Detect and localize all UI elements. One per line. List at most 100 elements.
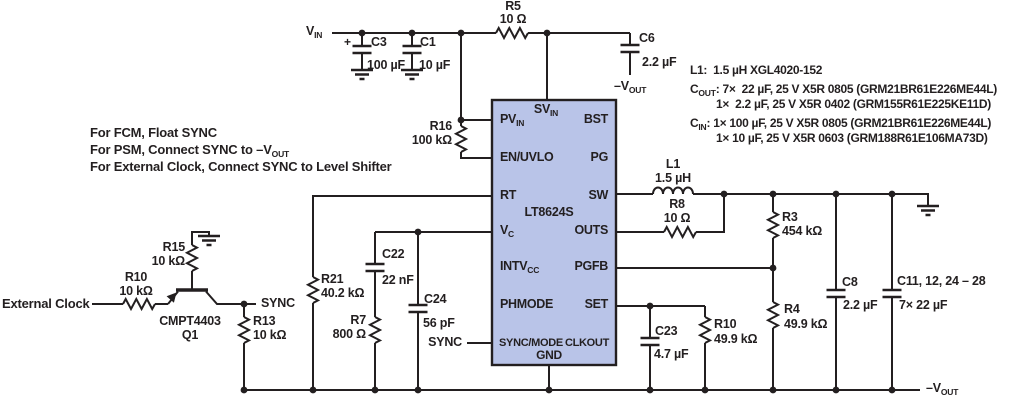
capacitor-c3-icon [351,44,373,55]
net-external-clock-label: External Clock [2,296,90,311]
net-neg-vout-label: –VOUT [614,79,647,95]
bom-note-cin-2: 1× 10 µF, 25 V X5R 0603 (GRM188R61E106MA… [716,131,988,145]
resistor-r4-icon [767,301,779,329]
c23-ref: C23 [655,324,678,338]
r10a-ref: R10 [124,270,148,284]
r5-value: 10 Ω [499,12,527,26]
bom-note-l1: L1: 1.5 µH XGL4020-152 [690,63,823,77]
r4-ref: R4 [784,302,800,316]
r5-ref: R5 [505,0,521,13]
net-sync-label: SYNC [261,296,295,310]
r4-value: 49.9 kΩ [784,317,828,331]
mode-note-line3: For External Clock, Connect SYNC to Leve… [90,159,392,174]
c11-value: 7× 22 µF [899,298,948,312]
c22-value: 22 nF [382,273,414,287]
r13-value: 10 kΩ [253,328,287,342]
r8-ref: R8 [669,197,685,211]
resistor-r5-icon [495,27,529,39]
pin-sw: SW [588,188,608,202]
c11-ref: C11, 12, 24 – 28 [897,274,986,288]
q1-partnumber: CMPT4403 [159,314,221,328]
pin-pgfb: PGFB [574,259,608,273]
c3-value: 100 µF [367,58,405,72]
l1-ref: L1 [665,157,681,171]
r10b-ref: R10 [714,317,737,331]
resistor-r16-icon [455,125,467,153]
r3-ref: R3 [782,210,798,224]
resistor-r8-icon [663,226,697,238]
pin-phmode: PHMODE [500,297,554,311]
pin-pvin: PVIN [500,112,525,128]
net-sync-label: SYNC [428,335,462,349]
r10b-value: 49.9 kΩ [714,332,758,346]
capacitor-c23-icon [639,336,661,347]
ic-part-number: LT8624S [524,205,574,219]
r3-value: 454 kΩ [782,224,823,238]
resistor-r10a-icon [122,298,156,310]
c8-value: 2.2 µF [843,298,878,312]
l1-value: 1.5 µH [655,171,691,185]
resistor-r21-icon [307,276,319,304]
c24-value: 56 pF [423,316,455,330]
capacitor-c11-icon [881,288,903,299]
bom-note-cout-2: 1× 2.2 µF, 25 V X5R 0402 (GRM155R61E225K… [716,97,991,111]
r16-value: 100 kΩ [411,133,452,147]
r7-ref: R7 [350,313,366,327]
r8-value: 10 Ω [663,211,691,225]
capacitor-c6-icon [619,43,641,54]
polarity-plus-label: + [344,35,351,49]
ic-lt8624s-body [490,98,618,367]
c1-value: 10 µF [419,58,451,72]
ground-icon [915,204,941,217]
r15-value: 10 kΩ [151,254,186,268]
pin-en-uvlo: EN/UVLO [500,150,554,164]
resistor-r15-icon [186,244,198,272]
c6-value: 2.2 µF [642,55,677,69]
r10a-value: 10 kΩ [119,284,153,298]
pin-pg: PG [590,150,609,164]
r15-ref: R15 [162,240,186,254]
pin-sync-mode: SYNC/MODE [499,337,563,349]
c3-ref: C3 [371,35,387,49]
resistor-r7-icon [369,316,381,344]
capacitor-c1-icon [401,44,423,55]
bom-note-cout: COUT: 7× 22 µF, 25 V X5R 0805 (GRM21BR61… [690,82,998,98]
capacitor-c8-icon [825,288,847,299]
r7-value: 800 Ω [332,327,367,341]
r21-value: 40.2 kΩ [321,286,365,300]
c23-value: 4.7 µF [654,347,689,361]
pin-clkout: CLKOUT [564,337,609,349]
transistor-q1-icon [166,288,208,303]
pin-set: SET [584,297,609,311]
net-vin-label: VIN [306,24,323,40]
resistor-r3-icon [767,211,779,239]
r13-ref: R13 [253,314,276,328]
bom-note-cin: CIN: 1× 100 µF, 25 V X5R 0805 (GRM21BR61… [690,116,992,132]
ground-icon [196,234,222,247]
resistor-r13-icon [238,316,250,344]
c6-ref: C6 [639,31,655,45]
capacitor-c24-icon [407,303,429,314]
q1-ref: Q1 [181,328,199,342]
pin-outs: OUTS [574,223,608,237]
pin-gnd: GND [536,348,562,362]
pin-bst: BST [583,112,608,126]
c1-ref: C1 [420,35,436,49]
pin-vc: VC [500,223,514,239]
inductor-l1-icon [652,186,694,195]
mode-note-line2: For PSM, Connect SYNC to –VOUT [90,142,290,159]
pin-svin: SVIN [533,102,559,118]
r16-ref: R16 [429,119,453,133]
resistor-r10b-icon [699,316,711,344]
capacitor-c22-icon [364,262,386,273]
c24-ref: C24 [424,292,447,306]
net-neg-vout-label: –VOUT [926,381,959,397]
pin-intvcc: INTVCC [500,259,540,275]
c8-ref: C8 [842,275,858,289]
c22-ref: C22 [382,247,405,261]
pin-rt: RT [500,188,517,202]
junction-dots [240,29,896,394]
mode-note-line1: For FCM, Float SYNC [90,125,217,140]
